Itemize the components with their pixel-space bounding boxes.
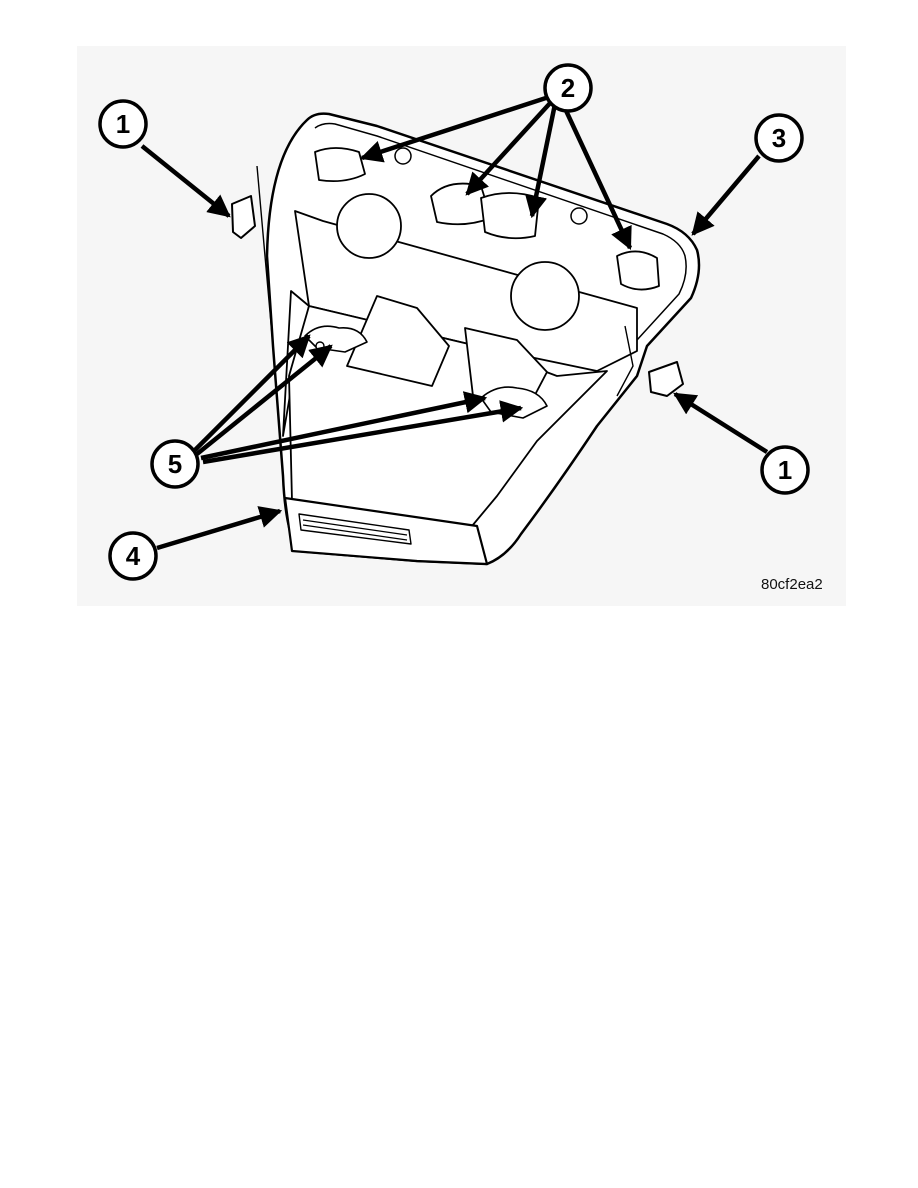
outlet-duct bbox=[283, 496, 489, 566]
diagram-svg: 1 2 3 1 5 4 bbox=[98, 63, 810, 581]
callout-label: 2 bbox=[561, 73, 575, 103]
leader-2-c bbox=[525, 103, 558, 219]
callout-1-left: 1 bbox=[98, 99, 148, 149]
leader-2-b bbox=[465, 99, 554, 196]
callout-1-right: 1 bbox=[760, 445, 810, 495]
callout-label: 1 bbox=[778, 455, 792, 485]
leader-1-right bbox=[673, 392, 769, 454]
callout-3-right: 3 bbox=[754, 113, 804, 163]
callout-label: 1 bbox=[116, 109, 130, 139]
leader-2-a bbox=[359, 93, 553, 163]
seal-pad-4 bbox=[616, 250, 660, 291]
callout-4-bottom: 4 bbox=[108, 531, 158, 581]
clip-tab-left bbox=[231, 195, 256, 239]
callout-label: 3 bbox=[772, 123, 786, 153]
figure-id-label: 80cf2ea2 bbox=[761, 576, 823, 593]
callout-label: 5 bbox=[168, 449, 182, 479]
housing-part bbox=[231, 112, 701, 566]
boss-right bbox=[510, 261, 580, 331]
leader-3 bbox=[691, 154, 761, 236]
callout-label: 4 bbox=[126, 541, 141, 571]
diagram-figure: 1 2 3 1 5 4 80cf2ea2 bbox=[77, 46, 846, 606]
center-channel bbox=[346, 295, 450, 387]
callout-5-left: 5 bbox=[150, 439, 200, 489]
seal-pad-3 bbox=[480, 192, 540, 240]
leader-4 bbox=[156, 506, 283, 551]
clip-tab-right bbox=[648, 361, 684, 397]
leader-5-b bbox=[195, 344, 333, 456]
housing-inner-rim bbox=[314, 122, 687, 341]
callout-2-top: 2 bbox=[543, 63, 593, 113]
boss-left bbox=[336, 193, 402, 259]
leader-5-a bbox=[193, 334, 311, 452]
callout-bubbles: 1 2 3 1 5 4 bbox=[98, 63, 810, 581]
leader-lines bbox=[140, 93, 769, 551]
seal-pad-1 bbox=[314, 147, 366, 183]
leader-5-c bbox=[200, 391, 488, 461]
leader-5-d bbox=[202, 400, 524, 465]
leader-1-left bbox=[140, 144, 231, 218]
leader-2-d bbox=[559, 101, 633, 251]
